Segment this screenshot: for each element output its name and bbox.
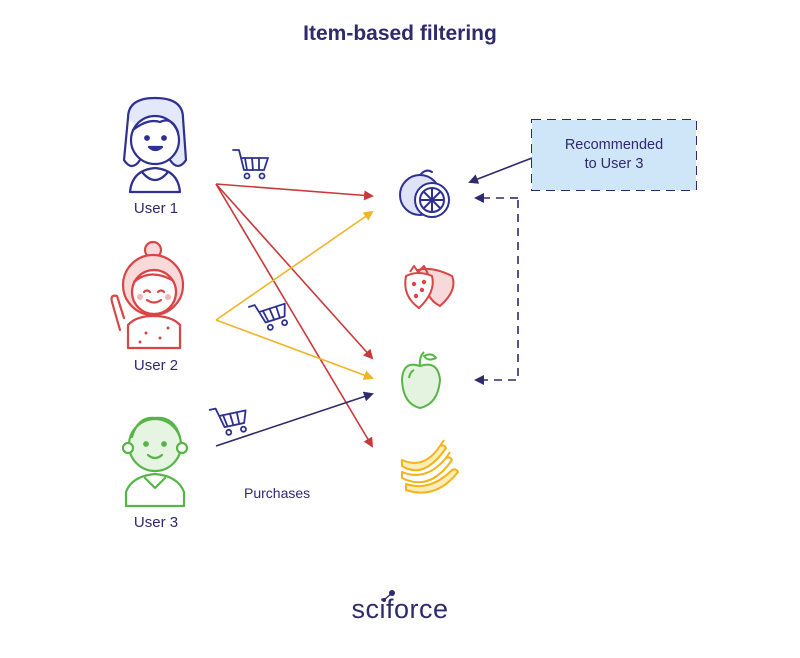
recommendation-text: Recommended to User 3 <box>564 137 664 172</box>
recommendation-box: Recommended to User 3 <box>532 120 696 190</box>
edge-user2-orange <box>215 210 374 321</box>
orange-icon <box>399 169 450 218</box>
user-2-label: User 2 <box>133 357 179 374</box>
recommendation-arrow-orange <box>468 157 533 184</box>
logo-mark <box>382 590 395 602</box>
recommendation-arrow-apple <box>474 200 519 385</box>
edge-user3-apple <box>215 391 374 447</box>
brand-logo: sciforce <box>351 594 449 624</box>
edge-user2-apple <box>215 319 374 380</box>
user-2-avatar <box>110 240 185 350</box>
user-3-avatar <box>121 416 189 508</box>
diagram-title: Item-based filtering <box>303 22 497 45</box>
user-1-label: User 1 <box>133 200 179 217</box>
cart-icon <box>232 149 269 180</box>
cart-icon <box>208 407 247 436</box>
user-3-label: User 3 <box>133 514 179 531</box>
edge-user1-banana <box>215 183 374 448</box>
edge-user1-orange <box>215 183 374 201</box>
cart-icon <box>248 302 288 331</box>
strawberry-icon <box>404 265 455 309</box>
edge-user1-apple <box>215 183 374 360</box>
user-1-avatar <box>122 96 188 194</box>
banana-icon <box>401 439 459 494</box>
apple-icon <box>401 351 441 409</box>
purchases-label: Purchases <box>244 485 311 501</box>
